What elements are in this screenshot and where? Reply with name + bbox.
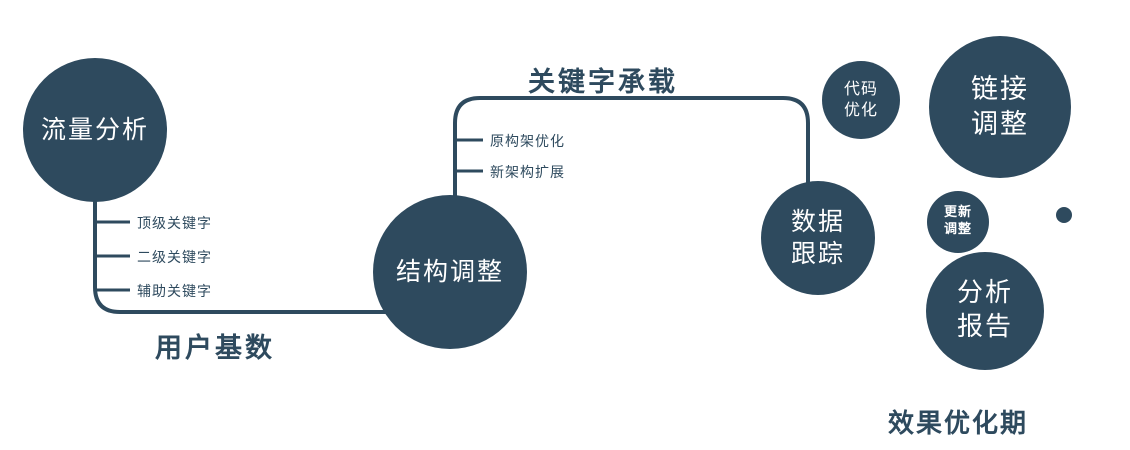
- node-structure-adjustment: 结构调整: [373, 195, 527, 349]
- node-code-optimization-line2: 优化: [843, 100, 878, 119]
- node-analysis-report-line2: 报告: [956, 312, 1013, 342]
- node-code-optimization-line1: 代码: [843, 79, 878, 99]
- node-data-tracking-line1: 数据: [790, 206, 845, 236]
- node-traffic-analysis: 流量分析: [23, 58, 167, 202]
- node-analysis-report-line1: 分析: [956, 278, 1013, 309]
- edge-label-keyword-load: 关键字承载: [528, 67, 678, 98]
- branch-auxiliary-keywords: 辅助关键字: [137, 284, 212, 300]
- edge-label-user-base: 用户基数: [155, 333, 275, 364]
- branch-secondary-keywords: 二级关键字: [137, 250, 212, 266]
- edge-keyword-load-line: [453, 96, 810, 207]
- node-link-adjustment-line2: 调整: [971, 109, 1029, 140]
- node-update-adjustment-line2: 调整: [943, 222, 972, 237]
- branch-original-architecture-optimization: 原构架优化: [490, 134, 565, 150]
- node-update-adjustment-line1: 更新: [943, 205, 972, 221]
- caption-effect-optimization-period: 效果优化期: [888, 409, 1029, 439]
- node-traffic-analysis-label: 流量分析: [40, 114, 149, 144]
- node-data-tracking-line2: 跟踪: [790, 239, 845, 268]
- node-analysis-report: 分析 报告: [926, 252, 1044, 370]
- node-structure-adjustment-label: 结构调整: [395, 256, 504, 286]
- node-code-optimization: 代码 优化: [822, 61, 900, 139]
- branch-new-architecture-expansion: 新架构扩展: [490, 165, 565, 181]
- node-data-tracking: 数据 跟踪: [761, 181, 875, 295]
- node-link-adjustment: 链接 调整: [929, 36, 1071, 178]
- branch-top-keywords: 顶级关键字: [137, 216, 212, 232]
- node-link-adjustment-line1: 链接: [971, 73, 1029, 105]
- node-update-adjustment: 更新 调整: [927, 191, 989, 253]
- small-dot-marker: [1056, 207, 1072, 223]
